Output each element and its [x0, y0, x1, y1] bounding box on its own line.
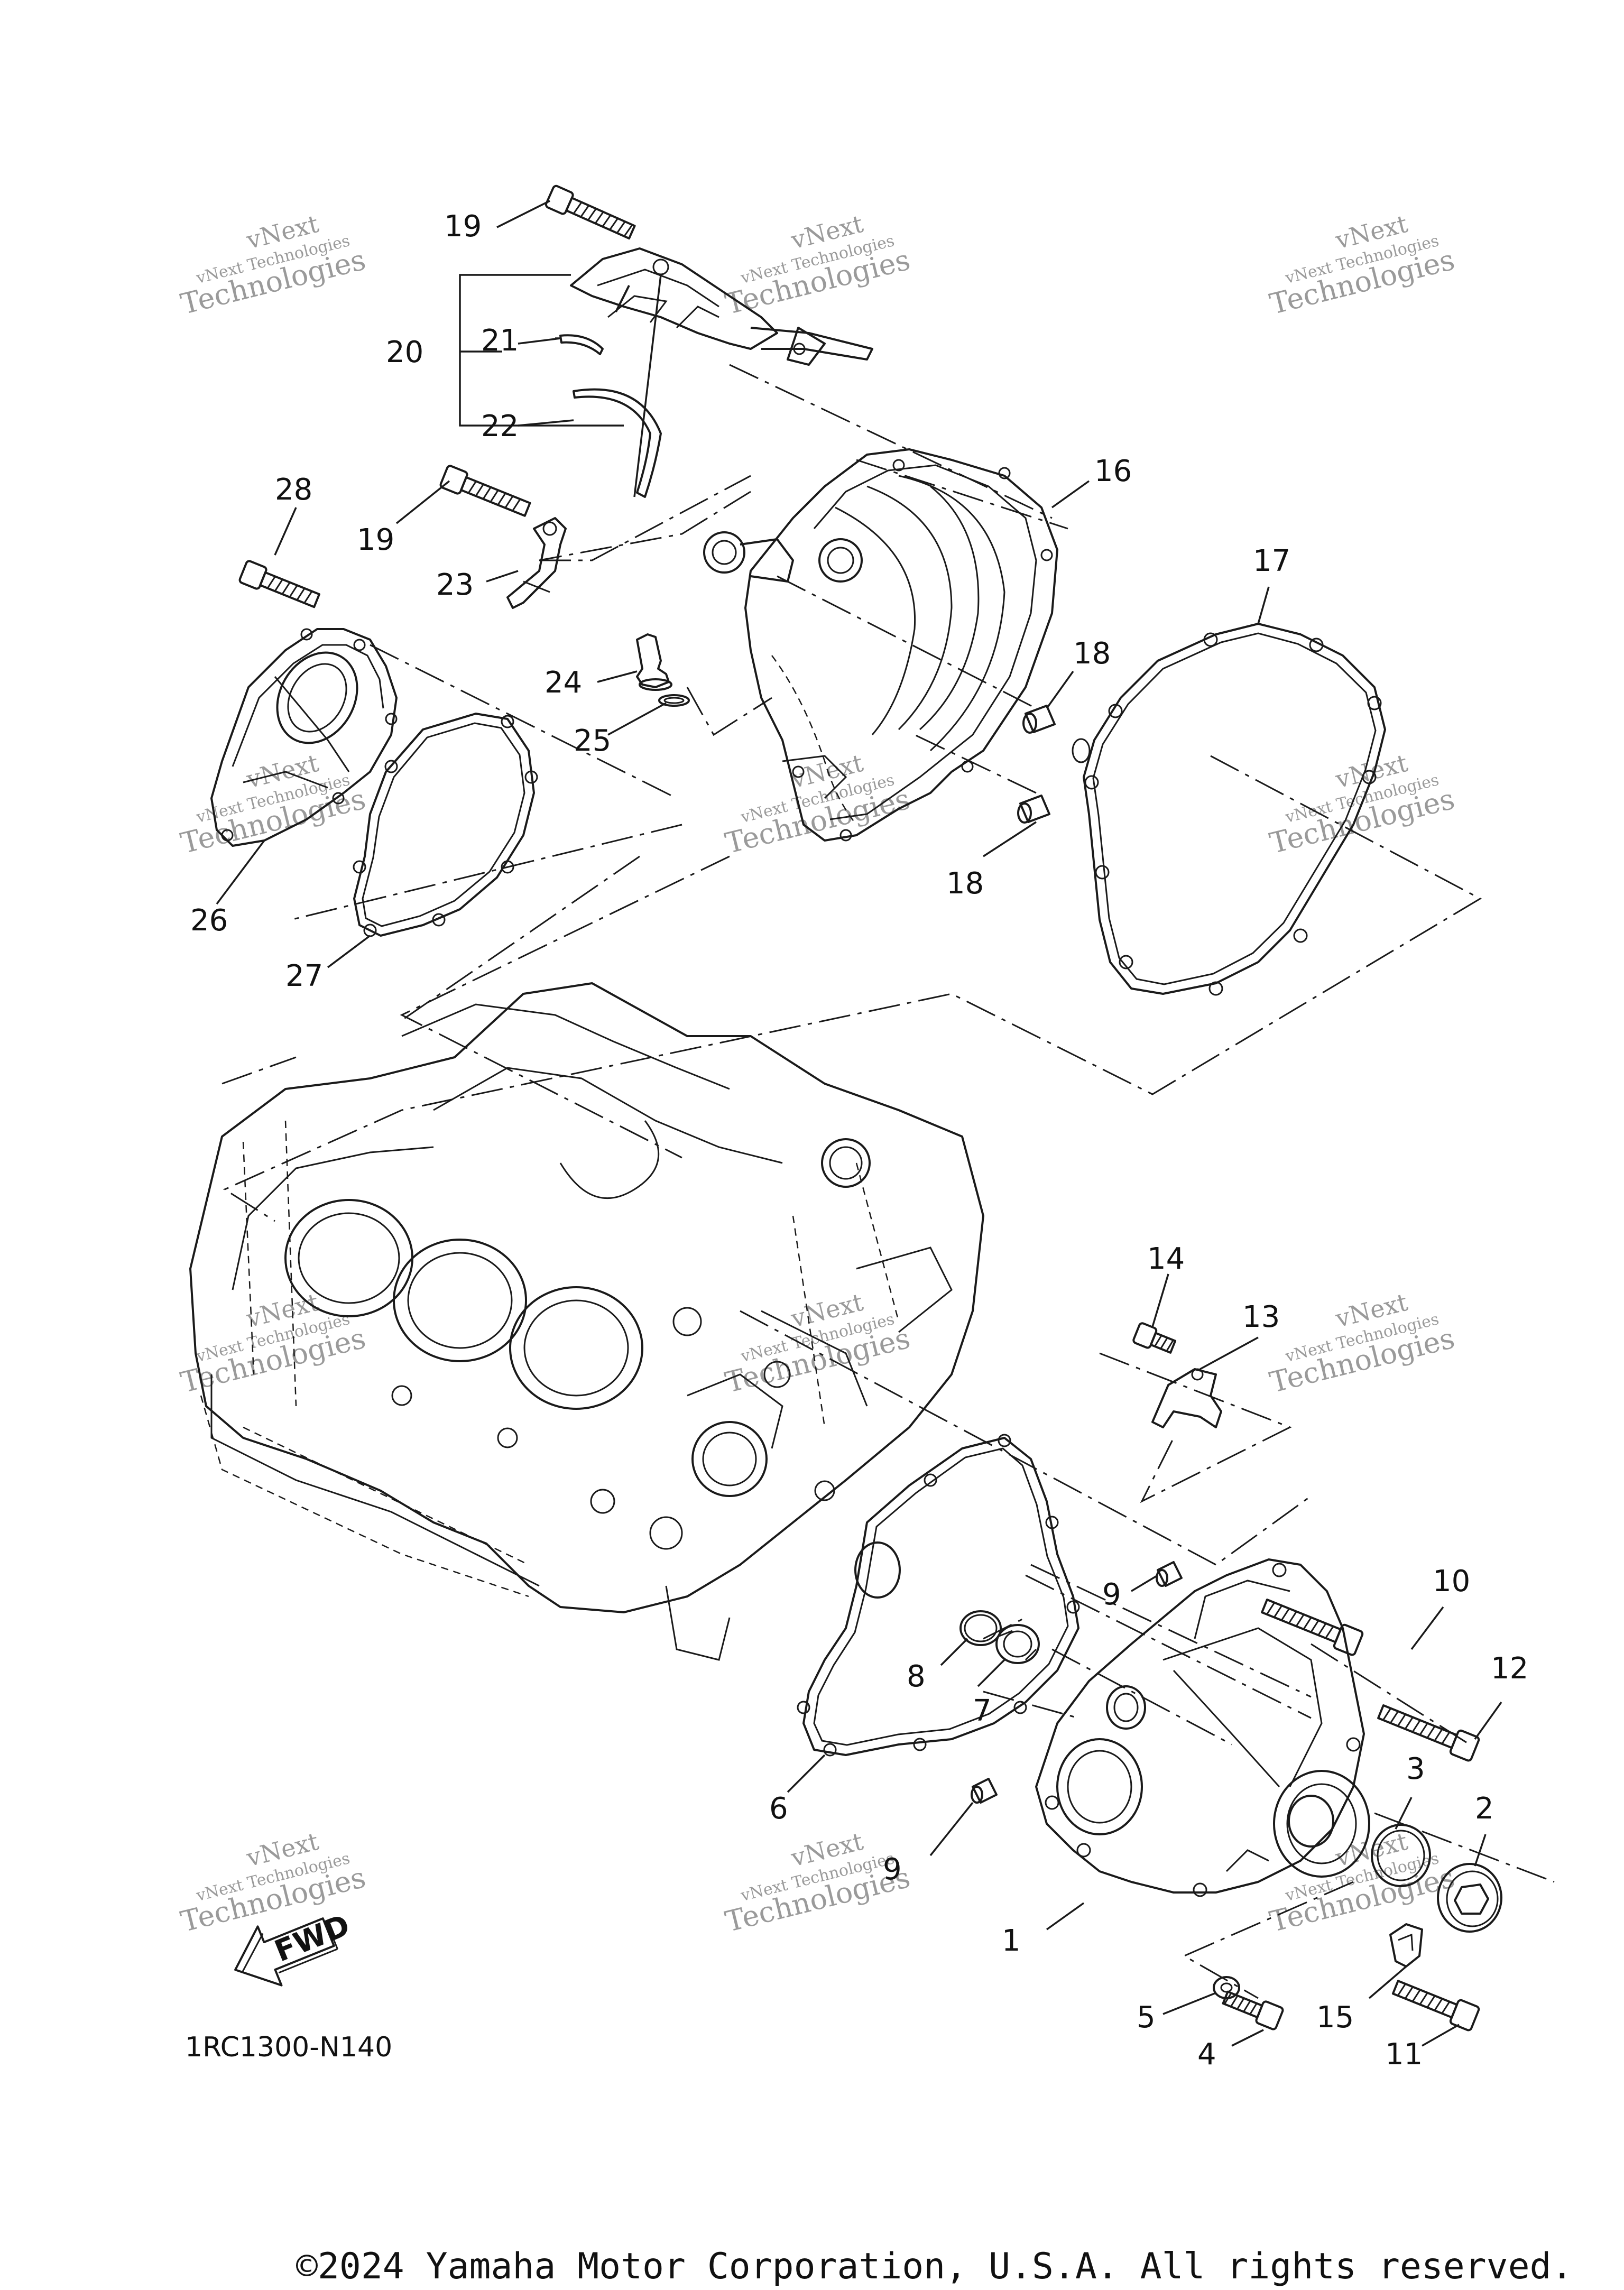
- callout-2: 2: [1475, 1792, 1494, 1826]
- callout-10: 10: [1433, 1564, 1470, 1599]
- callout-16: 16: [1094, 454, 1132, 488]
- dowel-pin-18-upper: [1022, 705, 1056, 734]
- oil-filler-cap-24: [636, 633, 672, 691]
- bolt-11: [1391, 1980, 1480, 2032]
- watermarks: vNext vNext Technologies Technologies vN…: [178, 209, 1458, 1938]
- diagram-code: 1RC1300-N140: [185, 2032, 392, 2063]
- bolt-19-mid: [439, 465, 531, 517]
- seal-22: [573, 388, 662, 498]
- dowel-pin-18-lower: [1017, 795, 1050, 824]
- bolt-4: [1222, 1990, 1284, 2030]
- plug-2: [1437, 1863, 1502, 1933]
- gasket-27: [353, 713, 538, 937]
- leader-lines: [216, 200, 1502, 2047]
- watermark: vNext vNext Technologies Technologies: [1267, 1827, 1458, 1938]
- watermark: vNext vNext Technologies Technologies: [178, 209, 369, 321]
- o-ring-3: [1371, 1824, 1431, 1887]
- bolt-10: [1261, 1599, 1364, 1656]
- callout-1: 1: [1002, 1924, 1021, 1958]
- cover-assembly-20: [570, 247, 873, 366]
- crankcase-block: [189, 982, 984, 1661]
- side-cover-1: [1035, 1558, 1370, 1897]
- watermark: vNext vNext Technologies Technologies: [1267, 1288, 1458, 1399]
- callout-4: 4: [1197, 2037, 1216, 2072]
- washer-5: [1213, 1976, 1240, 1999]
- dowel-pin-9-upper: [1156, 1561, 1183, 1587]
- callout-6: 6: [769, 1792, 788, 1826]
- callout-28: 28: [275, 473, 312, 507]
- cover-26: [210, 628, 398, 847]
- watermark: vNext vNext Technologies Technologies: [722, 1288, 914, 1399]
- o-ring-25: [658, 694, 690, 707]
- callout-13: 13: [1242, 1300, 1280, 1334]
- o-ring-8: [959, 1610, 1002, 1646]
- oil-seal-7: [995, 1624, 1040, 1664]
- bolt-12: [1377, 1704, 1480, 1762]
- bolt-19-top: [545, 184, 636, 240]
- callout-9: 9: [1102, 1577, 1121, 1612]
- callout-3: 3: [1406, 1752, 1425, 1786]
- crankcase-cover-16: [703, 448, 1058, 842]
- bolt-28: [238, 560, 320, 608]
- gasket-17: [1072, 623, 1386, 996]
- callout-24: 24: [545, 666, 582, 700]
- callout-25: 25: [574, 724, 611, 758]
- copyright-notice: ©2024 Yamaha Motor Corporation, U.S.A. A…: [296, 2246, 1573, 2287]
- callout-14: 14: [1147, 1242, 1185, 1276]
- callout-19: 19: [444, 209, 482, 244]
- bracket-13: [1151, 1368, 1222, 1428]
- callout-11: 11: [1385, 2037, 1423, 2072]
- callout-5: 5: [1137, 2000, 1156, 2035]
- gasket-6: [797, 1434, 1080, 1757]
- leader-line: [633, 274, 662, 497]
- watermark: vNext vNext Technologies Technologies: [178, 1288, 369, 1399]
- callout-18: 18: [1073, 636, 1111, 671]
- bolt-14: [1132, 1322, 1177, 1354]
- callout-7: 7: [973, 1694, 992, 1728]
- callout-19: 19: [357, 523, 394, 557]
- callout-18: 18: [946, 866, 984, 901]
- callout-21: 21: [481, 324, 519, 358]
- assembly-guide-lines: [222, 364, 1555, 1999]
- dowel-pin-9-lower: [971, 1778, 998, 1804]
- callout-27: 27: [285, 959, 323, 993]
- callout-17: 17: [1253, 544, 1290, 578]
- watermark: vNext vNext Technologies Technologies: [1267, 749, 1458, 860]
- callout-9: 9: [883, 1852, 902, 1887]
- callout-26: 26: [190, 903, 228, 938]
- callout-23: 23: [436, 568, 474, 602]
- callout-22: 22: [481, 409, 519, 444]
- bracket-23: [506, 517, 567, 609]
- callout-labels: 19 20 21 22 28 19 23 24 25 26 27 16 17 1…: [190, 209, 1528, 2072]
- callout-15: 15: [1316, 2000, 1354, 2035]
- callout-20: 20: [386, 335, 423, 370]
- callout-12: 12: [1491, 1651, 1528, 1686]
- callout-8: 8: [907, 1659, 926, 1694]
- watermark: vNext vNext Technologies Technologies: [1267, 209, 1458, 321]
- seal-21: [559, 334, 604, 355]
- clip-15: [1389, 1923, 1423, 1968]
